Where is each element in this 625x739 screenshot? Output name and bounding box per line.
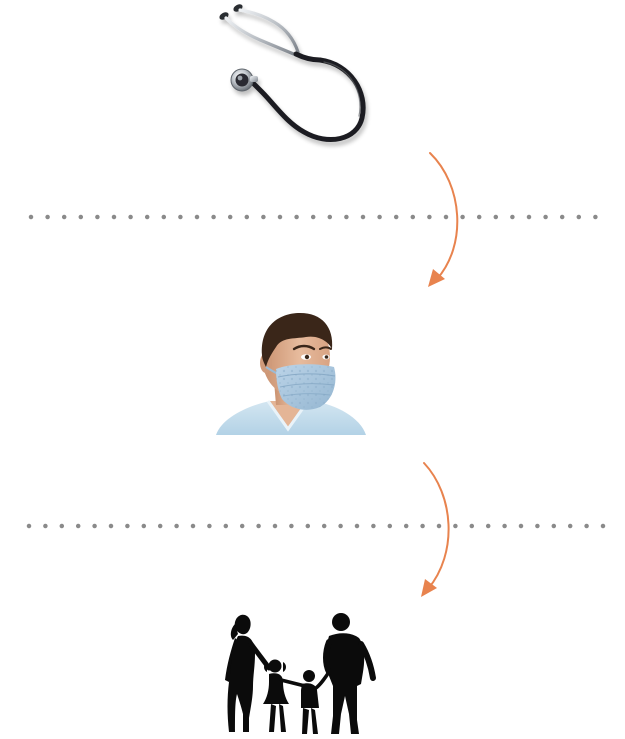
masked-doctor-icon bbox=[210, 305, 370, 435]
curved-arrow bbox=[415, 145, 475, 295]
curved-arrow bbox=[410, 455, 470, 605]
dotted-divider bbox=[0, 211, 625, 223]
stethoscope-icon bbox=[200, 0, 375, 150]
family-silhouette-icon bbox=[205, 610, 385, 739]
dotted-divider bbox=[0, 520, 625, 532]
